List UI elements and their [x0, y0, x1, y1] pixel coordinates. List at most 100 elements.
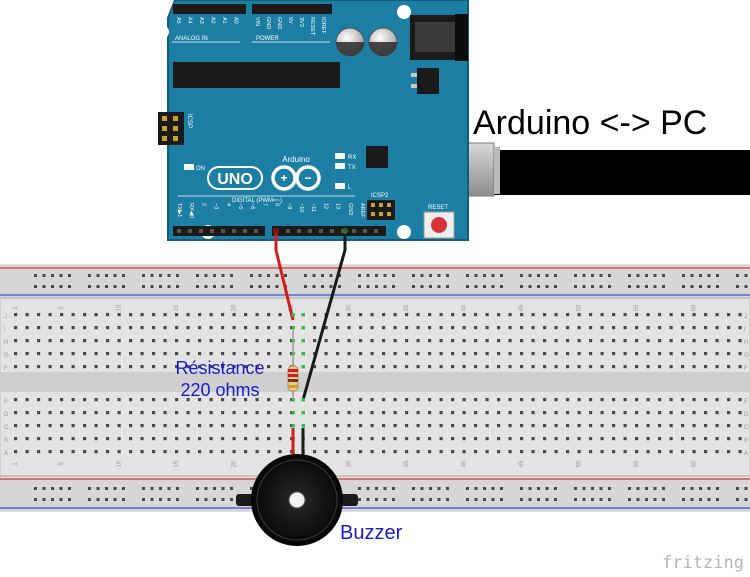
rail-hole — [744, 274, 748, 277]
rail-hole — [159, 274, 162, 277]
rail-hole — [383, 274, 387, 277]
strip-hole — [232, 411, 236, 415]
rail-hole — [392, 274, 395, 277]
rail-hole — [690, 274, 694, 277]
rail-hole — [645, 487, 648, 490]
strip-hole — [658, 365, 662, 369]
column-number: 45 — [519, 460, 525, 467]
resistor-label-line1: Résistance — [175, 358, 265, 378]
strip-hole — [106, 339, 110, 343]
rail-hole — [682, 498, 685, 501]
row-letter: I — [744, 327, 746, 333]
rail-hole — [113, 285, 117, 288]
strip-hole — [612, 326, 616, 330]
strip-hole — [462, 450, 466, 454]
strip-hole — [347, 411, 351, 415]
rail-hole — [736, 285, 739, 288]
strip-hole — [428, 398, 432, 402]
pin-label: ~3 — [213, 203, 219, 209]
strip-hole — [94, 450, 98, 454]
strip-hole — [589, 411, 593, 415]
strip-hole — [71, 339, 75, 343]
header-pin — [243, 229, 247, 233]
strip-hole — [48, 437, 52, 441]
strip-hole — [577, 398, 581, 402]
strip-hole — [255, 352, 259, 356]
strip-hole — [267, 313, 271, 317]
rail-hole — [446, 285, 449, 288]
rail-hole — [213, 285, 216, 288]
rail-hole — [338, 285, 341, 288]
rail-hole — [520, 274, 523, 277]
strip-hole — [370, 365, 374, 369]
rail-hole — [662, 498, 665, 501]
strip-hole — [531, 398, 535, 402]
strip-hole — [405, 411, 409, 415]
digital-header-label: DIGITAL (PWM=~) — [232, 198, 282, 204]
rail-hole — [230, 487, 233, 490]
strip-hole — [324, 339, 328, 343]
strip-hole — [462, 339, 466, 343]
rail-hole — [88, 274, 91, 277]
rail-hole — [59, 285, 63, 288]
strip-hole — [681, 339, 685, 343]
strip-hole — [60, 365, 64, 369]
led-l-label: L — [348, 185, 352, 191]
strip-hole — [83, 352, 87, 356]
highlighted-hole — [291, 313, 295, 317]
strip-hole — [416, 313, 420, 317]
strip-hole — [600, 424, 604, 428]
strip-hole — [152, 339, 156, 343]
strip-hole — [600, 326, 604, 330]
strip-hole — [635, 450, 639, 454]
capacitor — [335, 27, 398, 57]
status-leds: ON RX TX L — [184, 153, 356, 191]
strip-hole — [48, 339, 52, 343]
rail-hole — [96, 487, 100, 490]
strip-hole — [37, 450, 41, 454]
strip-hole — [221, 339, 225, 343]
rail-hole — [744, 285, 748, 288]
strip-hole — [646, 437, 650, 441]
rail-hole — [221, 274, 225, 277]
strip-hole — [175, 313, 179, 317]
resistor-label-line2: 220 ohms — [180, 380, 260, 400]
rail-hole — [682, 285, 685, 288]
strip-hole — [244, 352, 248, 356]
strip-hole — [278, 424, 282, 428]
rail-hole — [474, 498, 478, 501]
rail-hole — [491, 487, 495, 490]
rail-hole — [707, 285, 711, 288]
svg-text:+: + — [280, 171, 287, 185]
strip-hole — [175, 352, 179, 356]
strip-hole — [543, 424, 547, 428]
strip-hole — [83, 365, 87, 369]
strip-hole — [129, 437, 133, 441]
strip-hole — [485, 365, 489, 369]
strip-hole — [163, 398, 167, 402]
strip-hole — [715, 365, 719, 369]
row-letter: F — [744, 366, 748, 372]
strip-hole — [646, 398, 650, 402]
strip-hole — [382, 352, 386, 356]
column-number: 60 — [692, 304, 698, 311]
strip-hole — [738, 398, 742, 402]
rail-hole — [699, 274, 702, 277]
icsp2-label: ICSP2 — [371, 193, 389, 199]
strip-hole — [255, 411, 259, 415]
strip-hole — [474, 365, 478, 369]
header-pin — [188, 229, 192, 233]
strip-hole — [428, 352, 432, 356]
strip-hole — [37, 424, 41, 428]
column-number: 1 — [13, 306, 19, 310]
rail-hole — [645, 285, 648, 288]
strip-hole — [140, 339, 144, 343]
strip-hole — [267, 424, 271, 428]
strip-hole — [152, 365, 156, 369]
strip-hole — [221, 450, 225, 454]
strip-hole — [244, 339, 248, 343]
strip-hole — [508, 365, 512, 369]
rail-hole — [599, 285, 603, 288]
rail-hole — [554, 498, 557, 501]
